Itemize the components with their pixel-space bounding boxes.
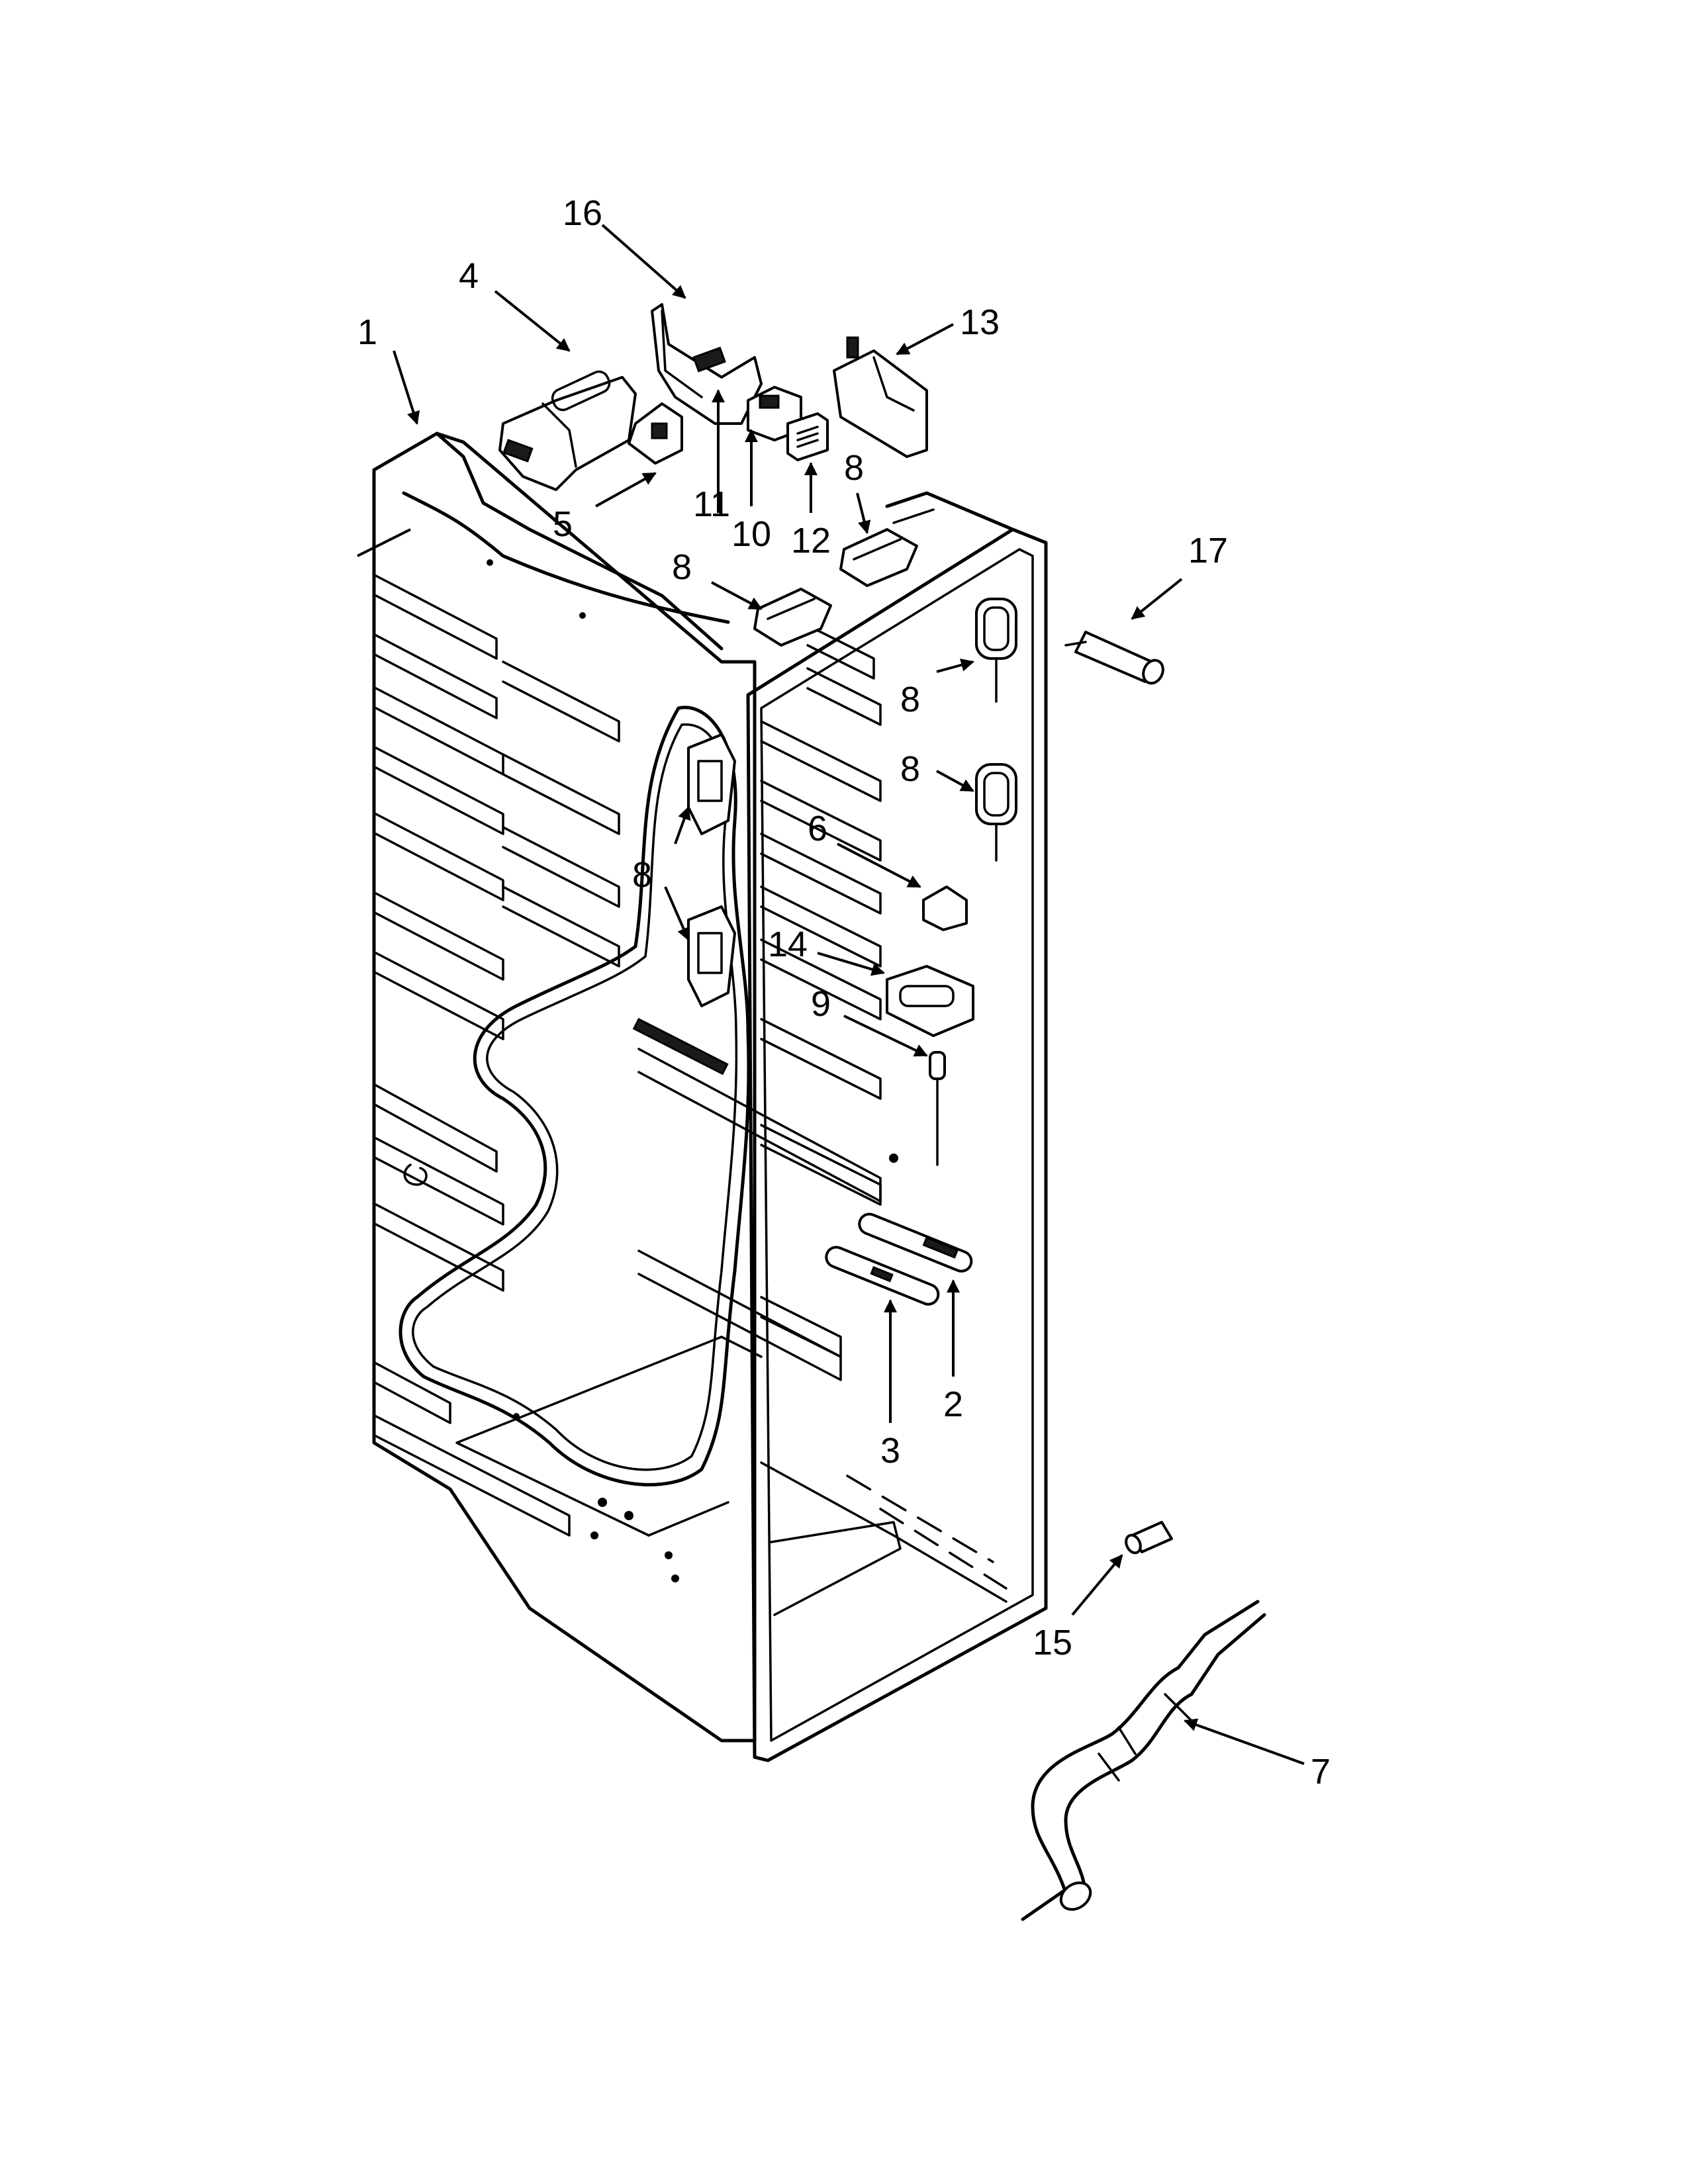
- part-6-clip: [922, 886, 968, 931]
- part-14-lamp-holder: [886, 965, 974, 1037]
- callout-8-cutaway: 8: [632, 855, 652, 895]
- callout-12: 12: [791, 521, 831, 561]
- callout-13: 13: [960, 302, 1000, 342]
- shelf-rails-left: [375, 574, 620, 1537]
- callout-14: 14: [768, 925, 808, 964]
- part-9-thermistor: [929, 1051, 946, 1166]
- callout-2: 2: [943, 1385, 963, 1424]
- part-2-plate: [858, 1212, 973, 1273]
- callout-1: 1: [357, 312, 377, 352]
- callout-6: 6: [808, 809, 827, 848]
- callout-8-side-lower: 8: [900, 749, 920, 789]
- part-8-light-socket-cutaway-upper: [687, 733, 736, 835]
- part-8-light-housing-side-lower: [975, 763, 1017, 862]
- callout-8-top-left: 8: [672, 547, 692, 587]
- callout-7: 7: [1311, 1752, 1331, 1792]
- shelf-rails-front: [760, 624, 882, 1358]
- callout-15: 15: [1033, 1623, 1072, 1662]
- callout-11: 11: [693, 484, 730, 524]
- shelf-rails-back: [455, 1017, 882, 1537]
- callout-8-top-right: 8: [844, 448, 864, 488]
- callout-17: 17: [1188, 531, 1228, 570]
- part-8-light-housing-top-left: [753, 588, 832, 647]
- callout-labels: 1 2 3 4 5 6 7 8 8 8 8 8 9 10 11 12 13 14…: [357, 193, 1331, 1792]
- part-12-cover: [786, 412, 829, 461]
- part-15-fitting: [1125, 1521, 1173, 1555]
- callout-3: 3: [880, 1431, 900, 1471]
- part-3-plate: [825, 1246, 940, 1306]
- callout-16: 16: [563, 193, 602, 233]
- part-4-control-housing: [498, 370, 637, 491]
- callout-10: 10: [731, 514, 771, 554]
- part-16-air-duct: [651, 303, 763, 425]
- cabinet-liner: [372, 432, 1048, 1762]
- callout-5: 5: [553, 504, 573, 544]
- part-13-damper-assembly: [833, 336, 928, 458]
- part-8-light-housing-top-right: [839, 528, 918, 587]
- part-7-water-tube: [1021, 1600, 1266, 1921]
- part-5-bracket: [628, 402, 683, 465]
- callout-8-side-upper: 8: [900, 680, 920, 719]
- part-11-connector: [692, 346, 726, 373]
- callout-4: 4: [459, 256, 479, 296]
- part-8-light-housing-side-upper: [975, 598, 1017, 703]
- part-8-light-socket-cutaway-lower: [687, 905, 736, 1007]
- callout-9: 9: [811, 984, 831, 1024]
- leader-lines: [357, 224, 1305, 1765]
- part-17-water-filter: [1064, 631, 1164, 685]
